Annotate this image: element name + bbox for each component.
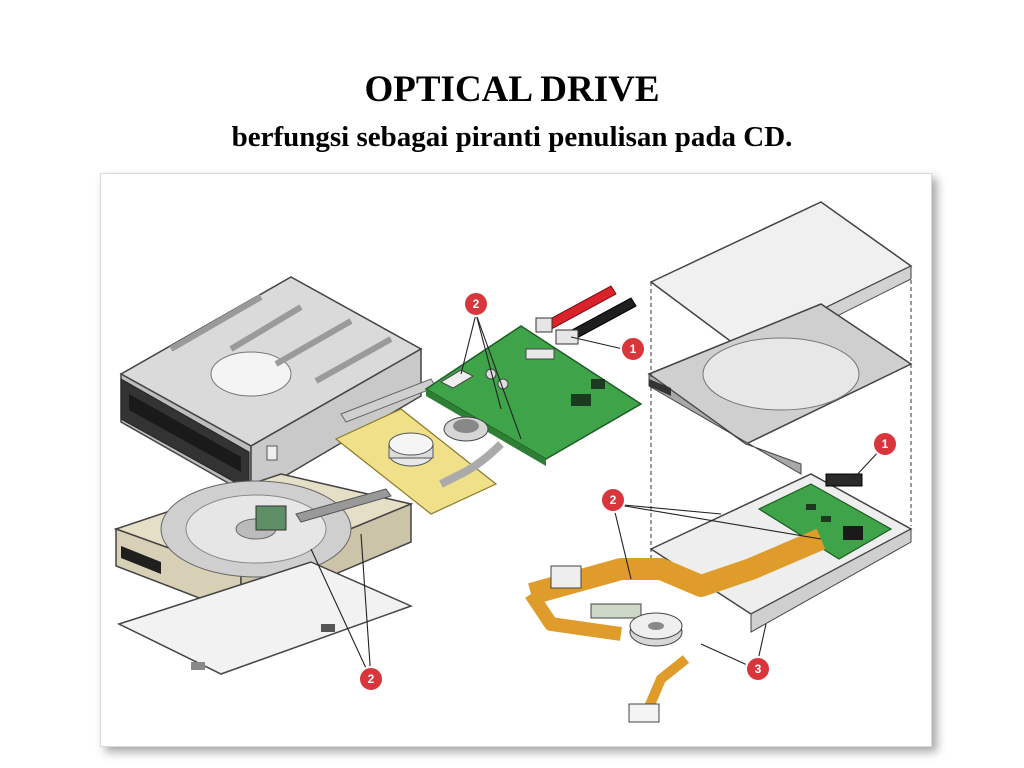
- slim-drive-spindle-motor: [629, 612, 683, 647]
- svg-text:2: 2: [610, 493, 617, 507]
- spindle-motor-board: [334, 378, 498, 515]
- alignment-guides: [650, 266, 912, 569]
- slide-title: OPTICAL DRIVE: [364, 69, 660, 110]
- callout-1-sata-connector: 1: [620, 336, 646, 362]
- diagram-canvas: 2 1 1 2 3 2: [113, 201, 913, 723]
- slide-subtitle: berfungsi sebagai piranti penulisan pada…: [231, 121, 793, 153]
- callout-1-slim-connector: 1: [872, 431, 898, 457]
- flex-cable: [525, 528, 826, 723]
- callout-3-flex-cable: 3: [745, 656, 771, 682]
- svg-text:1: 1: [882, 437, 889, 451]
- leader-lines: [310, 313, 882, 680]
- svg-text:1: 1: [630, 342, 637, 356]
- callout-2-slim-pcb: 2: [600, 487, 626, 513]
- desktop-drive-front-bezel: [120, 378, 278, 491]
- callout-2-tray: 2: [358, 666, 384, 692]
- svg-text:2: 2: [368, 672, 375, 686]
- svg-text:2: 2: [473, 297, 480, 311]
- sata-cable: [535, 285, 637, 345]
- slim-drive-disc-tray: [647, 303, 913, 475]
- drive-tray-chassis: [113, 473, 414, 616]
- drive-bottom-plate: [117, 561, 414, 675]
- callout-2-main-pcb: 2: [463, 291, 489, 317]
- main-pcb: [424, 325, 643, 488]
- svg-text:3: 3: [755, 662, 762, 676]
- optical-drive-exploded-diagram: 2 1 1 2 3 2: [100, 173, 932, 747]
